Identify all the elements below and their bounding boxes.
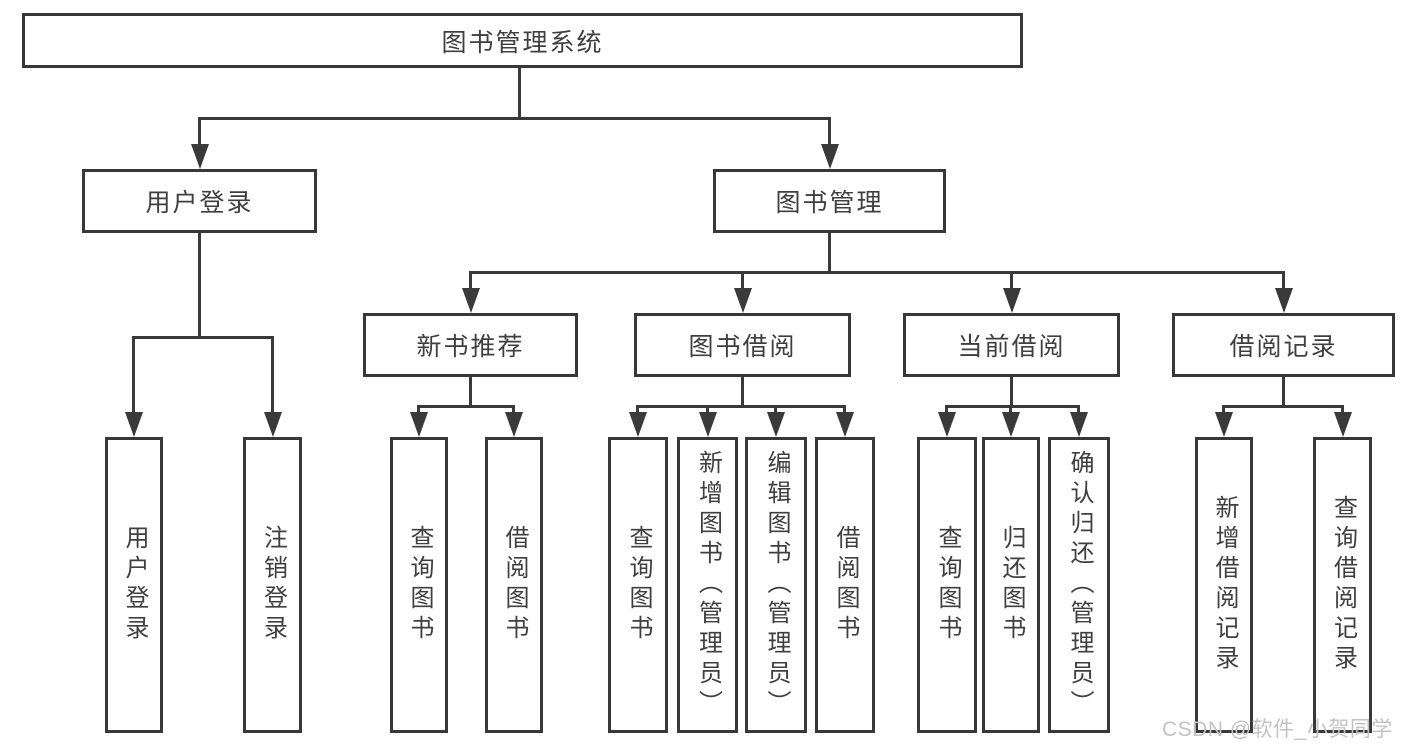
connector-line — [741, 377, 744, 406]
leaf-current-confirm-return-admin-label: 确认归还（管理员） — [1066, 450, 1093, 720]
leaf-borrow-borrow-books-label: 借阅图书 — [832, 525, 859, 645]
node-book-management-label: 图书管理 — [775, 189, 884, 217]
leaf-rec-query-books-label: 查询图书 — [406, 525, 433, 645]
node-user-login-label: 用户登录 — [145, 189, 254, 217]
connector-line — [417, 405, 515, 408]
node-root: 图书管理系统 — [22, 13, 1023, 68]
connector-line — [1222, 405, 1344, 408]
connector-line — [132, 336, 274, 339]
connector-line — [198, 233, 201, 337]
arrow-down-icon — [1002, 271, 1021, 313]
leaf-record-query-borrow-record-label: 查询借阅记录 — [1329, 495, 1357, 675]
connector-line — [469, 271, 1285, 274]
arrow-down-icon — [1001, 405, 1020, 437]
leaf-borrow-add-books-admin-label: 新增图书（管理员） — [694, 450, 722, 720]
node-borrowing-records: 借阅记录 — [1172, 313, 1395, 377]
arrow-down-icon — [1069, 405, 1088, 437]
node-new-book-recommend: 新书推荐 — [363, 313, 578, 377]
leaf-borrow-edit-books-admin: 编辑图书（管理员） — [745, 437, 807, 733]
connector-line — [198, 117, 831, 120]
arrow-down-icon — [1274, 271, 1293, 313]
leaf-rec-borrow-books-label: 借阅图书 — [501, 525, 528, 645]
leaf-user-login: 用户登录 — [105, 437, 163, 733]
leaf-borrow-edit-books-admin-label: 编辑图书（管理员） — [763, 450, 790, 720]
node-new-book-recommend-label: 新书推荐 — [416, 333, 525, 361]
arrow-down-icon — [835, 405, 854, 437]
leaf-borrow-add-books-admin: 新增图书（管理员） — [677, 437, 738, 733]
leaf-logout-login: 注销登录 — [243, 437, 302, 733]
node-current-borrowing-label: 当前借阅 — [957, 333, 1066, 361]
arrow-down-icon — [628, 405, 647, 437]
arrow-down-icon — [263, 336, 282, 437]
arrow-down-icon — [733, 271, 752, 313]
node-current-borrowing: 当前借阅 — [903, 313, 1120, 377]
leaf-borrow-borrow-books: 借阅图书 — [815, 437, 875, 733]
leaf-user-login-label: 用户登录 — [121, 525, 148, 645]
arrow-down-icon — [766, 405, 785, 437]
node-root-label: 图书管理系统 — [441, 28, 604, 57]
arrow-down-icon — [504, 405, 523, 437]
node-user-login: 用户登录 — [82, 169, 317, 233]
node-book-management: 图书管理 — [713, 169, 946, 233]
node-book-borrowing: 图书借阅 — [634, 313, 851, 377]
leaf-current-query-books: 查询图书 — [917, 437, 977, 733]
arrow-down-icon — [124, 336, 143, 437]
connector-line — [1010, 377, 1013, 406]
node-book-borrowing-label: 图书借阅 — [688, 333, 797, 361]
leaf-borrow-query-books: 查询图书 — [608, 437, 668, 733]
watermark: CSDN @软件_小贺同学 — [1162, 718, 1393, 741]
connector-line — [518, 68, 521, 118]
connector-line — [828, 233, 831, 271]
leaf-rec-query-books: 查询图书 — [390, 437, 448, 733]
connector-line — [469, 377, 472, 406]
node-borrowing-records-label: 借阅记录 — [1229, 333, 1338, 361]
arrow-down-icon — [409, 405, 428, 437]
leaf-current-confirm-return-admin: 确认归还（管理员） — [1048, 437, 1110, 733]
arrow-down-icon — [698, 405, 717, 437]
arrow-down-icon — [190, 117, 209, 169]
leaf-record-add-borrow-record: 新增借阅记录 — [1195, 437, 1253, 733]
arrow-down-icon — [461, 271, 480, 313]
leaf-record-add-borrow-record-label: 新增借阅记录 — [1211, 495, 1238, 675]
connector-line — [1282, 377, 1285, 406]
leaf-record-query-borrow-record: 查询借阅记录 — [1313, 437, 1372, 733]
arrow-down-icon — [1214, 405, 1233, 437]
connector-line — [636, 405, 846, 408]
arrow-down-icon — [1333, 405, 1352, 437]
leaf-borrow-query-books-label: 查询图书 — [625, 525, 652, 645]
leaf-current-query-books-label: 查询图书 — [934, 525, 961, 645]
arrow-down-icon — [820, 117, 839, 169]
leaf-current-return-books: 归还图书 — [982, 437, 1040, 733]
leaf-rec-borrow-books: 借阅图书 — [485, 437, 543, 733]
connector-line — [945, 405, 1080, 408]
arrow-down-icon — [937, 405, 956, 437]
leaf-current-return-books-label: 归还图书 — [998, 525, 1025, 645]
leaf-logout-login-label: 注销登录 — [259, 525, 287, 645]
